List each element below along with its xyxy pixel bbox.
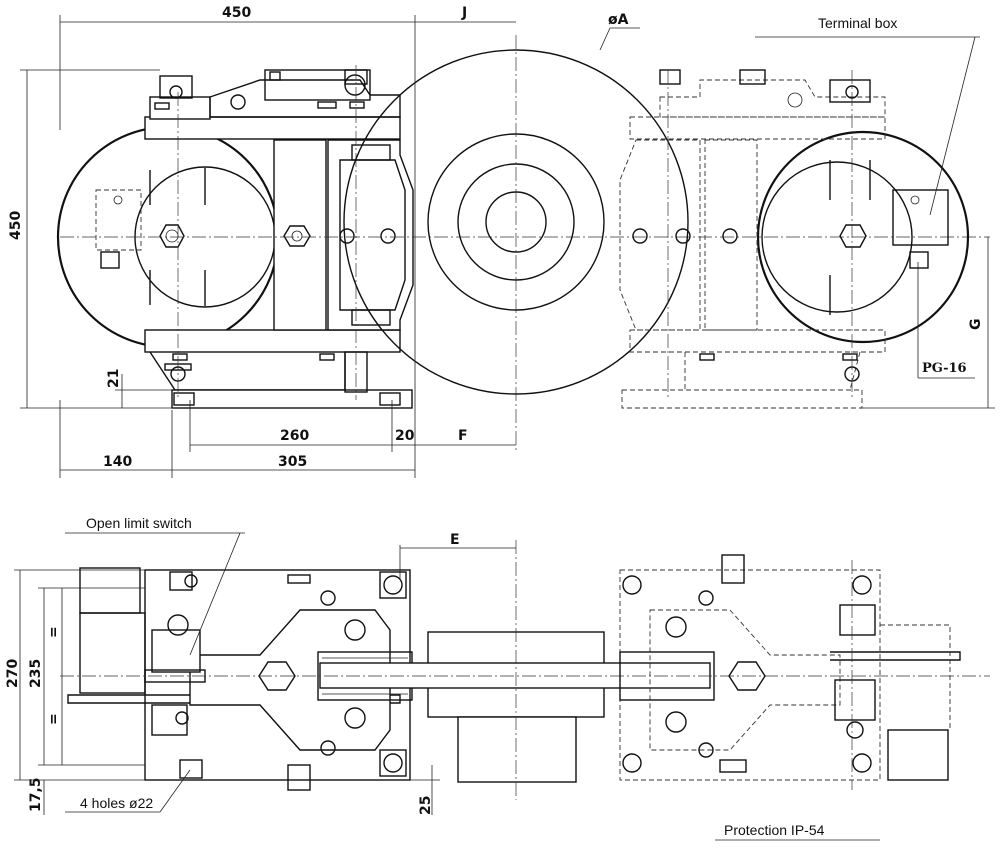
dim-e: E [450, 532, 460, 548]
dim-20: 20 [395, 428, 415, 444]
brake-drum [343, 35, 689, 450]
dim-17-5: 17,5 [28, 777, 44, 812]
dim-235: 235 [28, 659, 44, 688]
plan-view-left [67, 567, 413, 791]
dim-450-left: 450 [8, 211, 24, 240]
dim-j: J [461, 5, 467, 21]
dim-25: 25 [418, 796, 434, 815]
front-view-right [619, 69, 970, 409]
plan-drum [60, 540, 990, 800]
terminal-box-label: Terminal box [818, 15, 897, 31]
dim-260: 260 [280, 428, 309, 444]
dim-305: 305 [278, 454, 307, 470]
dim-140: 140 [103, 454, 132, 470]
pg16-label: PG-16 [922, 361, 967, 376]
dimension-lines [14, 15, 995, 841]
dim-21: 21 [106, 369, 122, 388]
dim-f: F [458, 428, 468, 444]
plan-view-right [619, 554, 961, 790]
dim-270: 270 [5, 659, 21, 688]
dim-eq-upper: = [46, 626, 62, 638]
dim-g: G [968, 319, 984, 331]
dim-dia-a: øA [608, 12, 629, 28]
dim-450-top: 450 [222, 5, 251, 21]
front-view-left [56, 65, 990, 409]
open-limit-switch-label: Open limit switch [86, 515, 192, 531]
dim-eq-lower: = [46, 713, 62, 725]
holes-label: 4 holes ø22 [80, 795, 153, 811]
protection-label: Protection IP-54 [724, 822, 825, 838]
